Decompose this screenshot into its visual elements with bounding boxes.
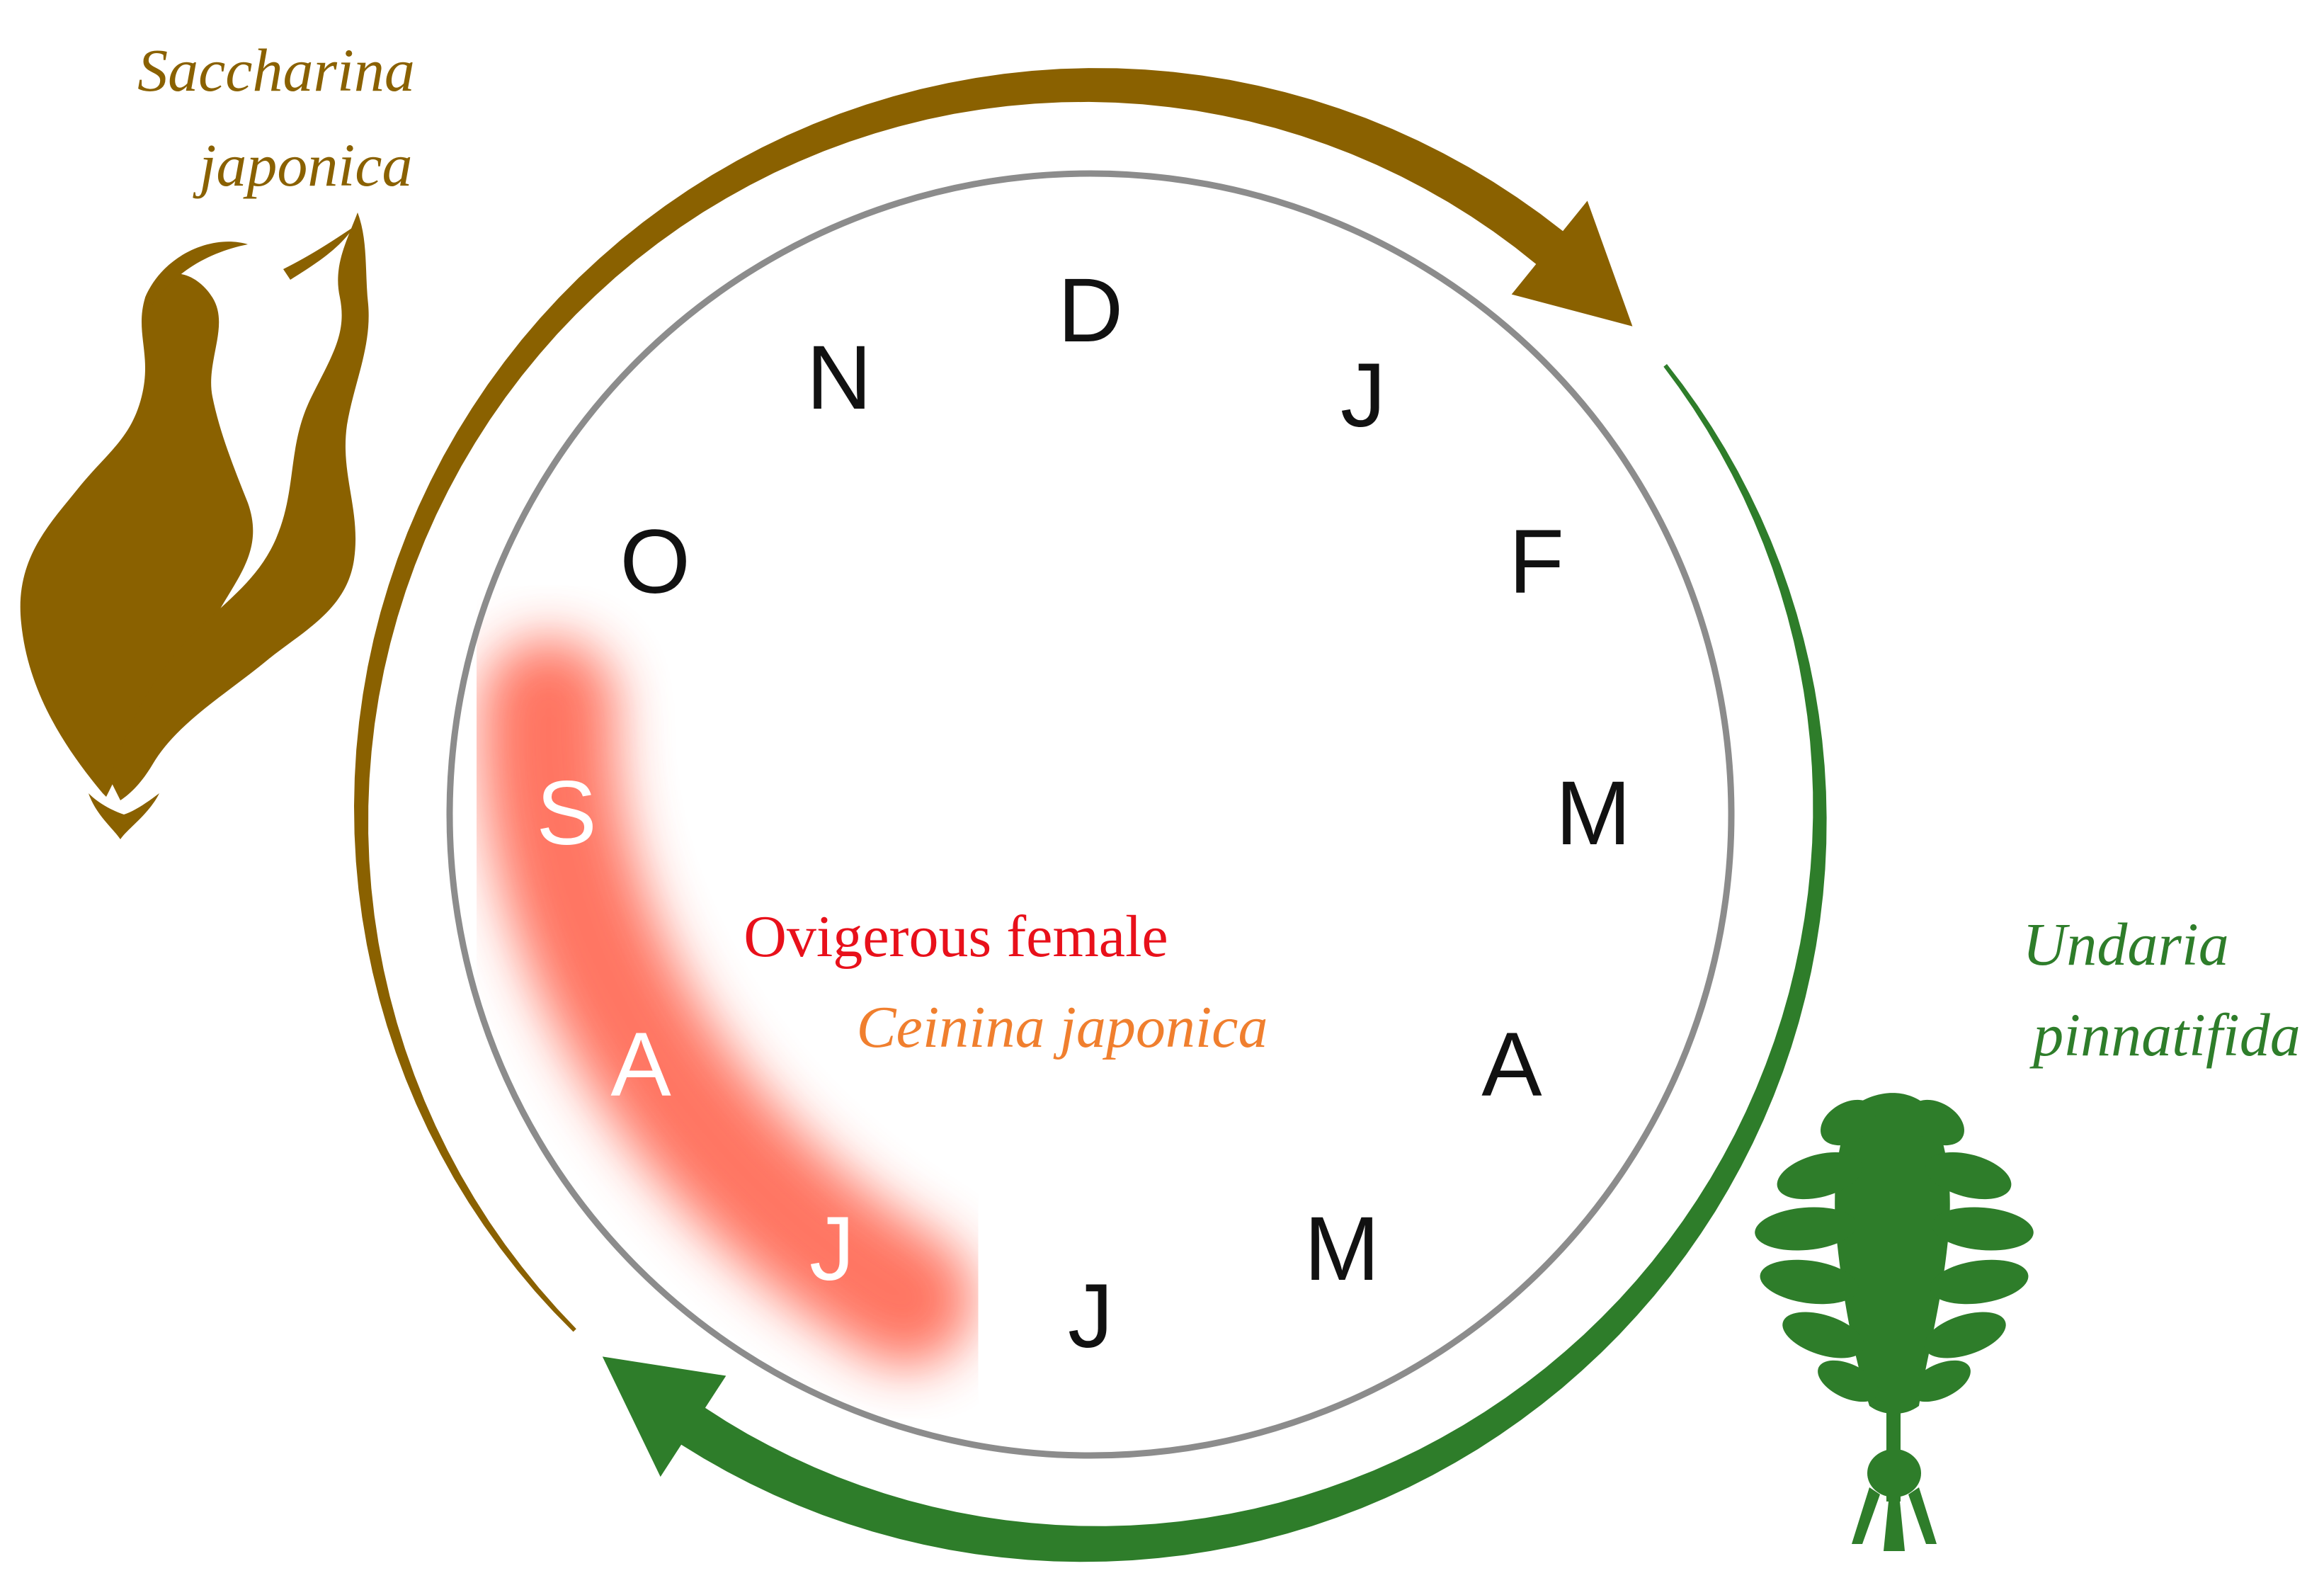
month-label: F [1509,511,1564,613]
undaria-season-arrow [602,364,1827,1562]
month-label: A [1481,1014,1542,1116]
month-label: D [1058,260,1123,361]
month-circle [446,170,1735,1459]
month-label: M [1304,1198,1380,1300]
month-label: J [809,1198,855,1300]
ovigerous-period-highlight [481,637,974,1367]
undaria-kelp-icon [1755,1093,2034,1551]
month-label: S [536,763,596,864]
month-label: M [1556,763,1631,864]
month-label: O [620,511,690,613]
month-label: J [1340,345,1386,446]
saccharina-season-arrow [354,68,1633,1332]
crab-species-label: Ceinina japonica [857,994,1268,1060]
ovigerous-female-label: Ovigerous female [744,904,1168,970]
saccharina-kelp-icon [20,212,369,839]
saccharina-label-line2: japonica [193,131,413,199]
month-label: J [1068,1266,1113,1367]
saccharina-label-line1: Saccharina [137,36,415,104]
month-label: N [807,327,872,428]
undaria-label-line2: pinnatifida [2029,1001,2300,1069]
undaria-label-line1: Undaria [2022,910,2228,978]
month-label: A [610,1014,671,1116]
